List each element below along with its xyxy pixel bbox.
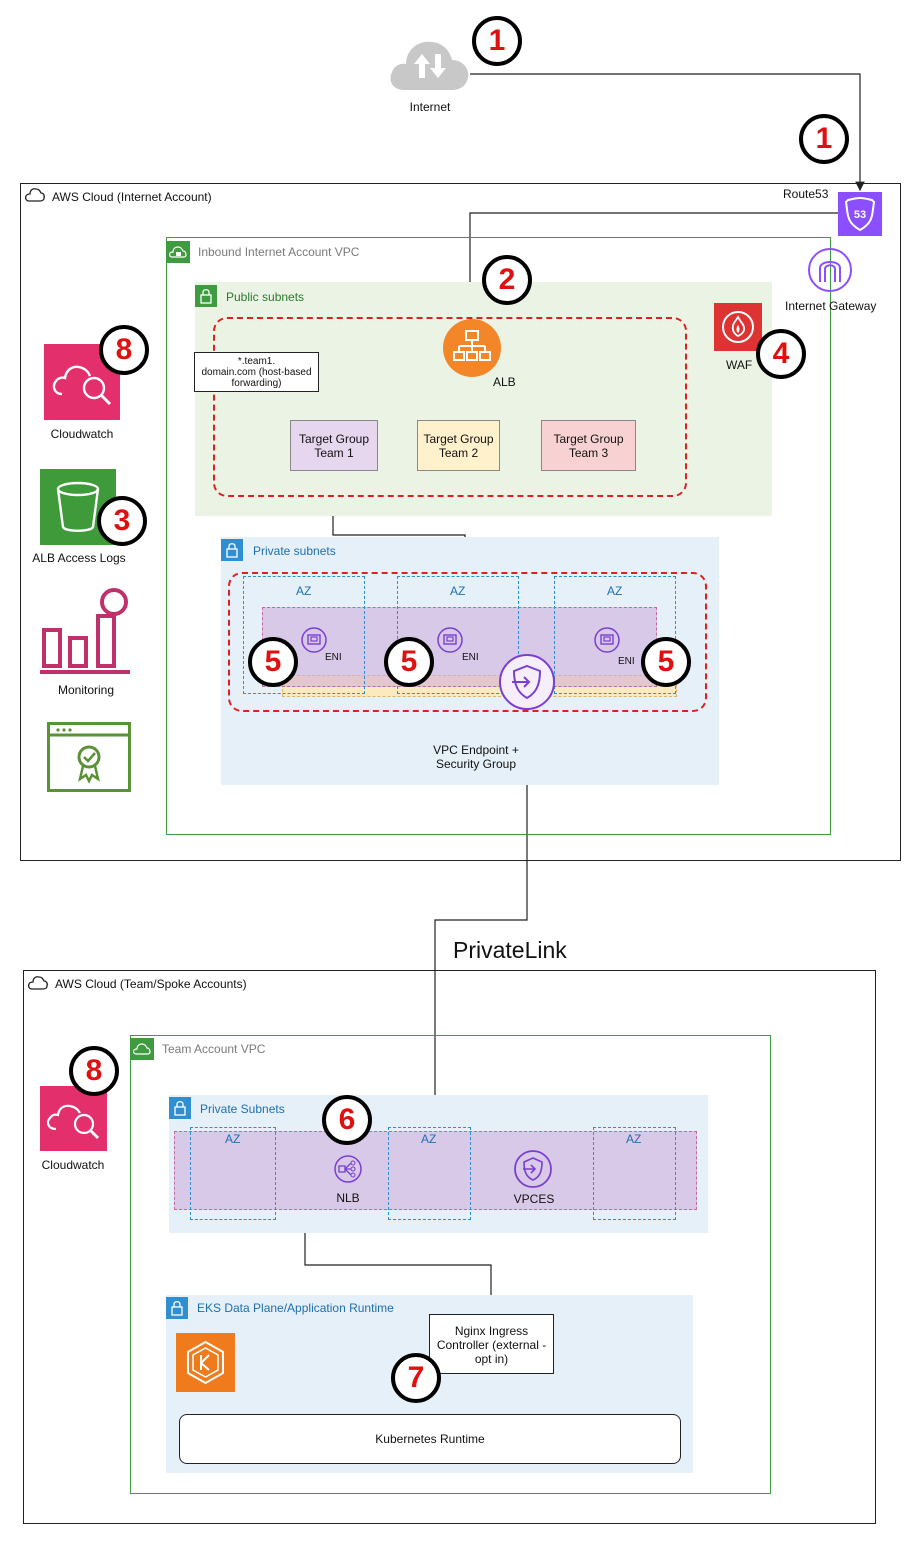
- vpces-icon: [513, 1149, 553, 1189]
- step-badge-5: 5: [384, 637, 434, 687]
- host-forwarding-note: *.team1. domain.com (host-based forwardi…: [194, 352, 319, 392]
- lock-icon: [166, 1297, 188, 1319]
- internet-gateway-icon: [806, 246, 854, 294]
- step-badge-7: 7: [391, 1353, 441, 1403]
- target-group-team-3: Target Group Team 3: [541, 420, 636, 471]
- target-group-team-2: Target Group Team 2: [417, 420, 500, 471]
- eni-label: ENI: [325, 652, 342, 663]
- eni-label: ENI: [462, 652, 479, 663]
- team-cloudwatch-label: Cloudwatch: [41, 1158, 105, 1172]
- svg-text:53: 53: [854, 209, 866, 221]
- internet-label: Internet: [409, 100, 451, 114]
- step-badge-8: 8: [69, 1046, 119, 1096]
- inbound-internet-vpc: [166, 237, 831, 835]
- alb-icon: [443, 319, 501, 377]
- az-box: [243, 576, 365, 694]
- privatelink-label: PrivateLink: [453, 937, 567, 963]
- step-badge-5: 5: [248, 637, 298, 687]
- team-subnet-band: [174, 1131, 697, 1210]
- eks-icon: [176, 1333, 235, 1392]
- internet-account-cloud-label: AWS Cloud (Internet Account): [52, 190, 212, 204]
- alb-logs-label: ALB Access Logs: [32, 551, 126, 565]
- eni-icon: [300, 626, 328, 654]
- cloudwatch-icon: [40, 1086, 107, 1151]
- cloud-icon: [27, 974, 49, 992]
- nlb-icon: [333, 1154, 363, 1184]
- lock-icon: [166, 241, 190, 263]
- az-box: [190, 1127, 276, 1220]
- target-group-team-1: Target Group Team 1: [290, 420, 378, 471]
- eni-icon: [593, 626, 621, 654]
- internet-node: [388, 30, 472, 96]
- step-badge-2: 2: [482, 255, 532, 305]
- lock-icon: [169, 1097, 191, 1119]
- az-box: [593, 1127, 676, 1220]
- step-badge-5: 5: [641, 637, 691, 687]
- lock-icon: [195, 285, 217, 307]
- az-label: AZ: [421, 1132, 437, 1146]
- lock-icon: [221, 539, 243, 561]
- kubernetes-runtime: Kubernetes Runtime: [179, 1414, 681, 1464]
- eni-icon: [436, 626, 464, 654]
- cloud-icon: [390, 41, 469, 90]
- alb-boundary: [213, 317, 687, 497]
- az-box: [397, 576, 519, 694]
- route53-icon: 53: [838, 192, 882, 236]
- waf-icon: [714, 303, 762, 351]
- eks-label: EKS Data Plane/Application Runtime: [197, 1301, 394, 1315]
- route53-label: Route53: [783, 187, 829, 201]
- waf-label: WAF: [726, 358, 753, 372]
- nginx-ingress-controller: Nginx Ingress Controller (external - opt…: [429, 1314, 554, 1374]
- nlb-label: NLB: [336, 1191, 360, 1205]
- team-vpc-label: Team Account VPC: [162, 1042, 266, 1056]
- inbound-vpc-label: Inbound Internet Account VPC: [198, 245, 360, 259]
- internet-gateway-label: Internet Gateway: [785, 299, 877, 313]
- cloud-icon: [24, 186, 46, 204]
- public-subnets-label: Public subnets: [226, 290, 305, 304]
- az-box: [388, 1127, 471, 1220]
- step-badge-3: 3: [97, 496, 147, 546]
- team-private-subnets-label: Private Subnets: [200, 1102, 285, 1116]
- step-badge-6: 6: [322, 1095, 372, 1145]
- step-badge-8: 8: [99, 325, 149, 375]
- az-label: AZ: [607, 584, 623, 598]
- team-account-vpc: [130, 1035, 771, 1494]
- private-subnets-label: Private subnets: [253, 544, 336, 558]
- az-label: AZ: [225, 1132, 241, 1146]
- az-label: AZ: [626, 1132, 642, 1146]
- monitoring-icon: [40, 586, 132, 678]
- aws-cloud-team-accounts: [23, 970, 876, 1524]
- az-label: AZ: [296, 584, 312, 598]
- vpc-endpoint-boundary: [228, 572, 707, 712]
- certificate-icon: [47, 722, 131, 792]
- step-badge-1: 1: [472, 16, 522, 66]
- lock-icon: [130, 1038, 154, 1060]
- alb-label: ALB: [493, 375, 516, 389]
- step-badge-1: 1: [799, 114, 849, 164]
- cloudwatch-label: Cloudwatch: [50, 427, 114, 441]
- aws-cloud-internet-account: [20, 183, 901, 861]
- monitoring-label: Monitoring: [57, 683, 115, 697]
- vpc-endpoint-label: VPC Endpoint + Security Group: [433, 743, 519, 771]
- az-label: AZ: [450, 584, 466, 598]
- vpces-label: VPCES: [513, 1192, 555, 1206]
- team-cloud-label: AWS Cloud (Team/Spoke Accounts): [55, 977, 247, 991]
- step-badge-4: 4: [756, 329, 806, 379]
- eni-label: ENI: [618, 656, 635, 667]
- az-box: [554, 576, 676, 694]
- vpc-endpoint-icon: [498, 653, 556, 711]
